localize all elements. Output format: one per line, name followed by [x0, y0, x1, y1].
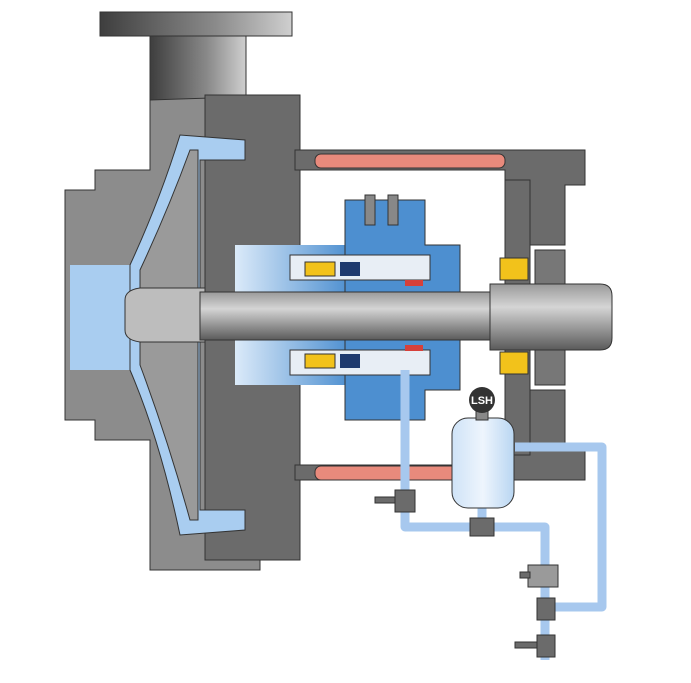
- level-switch-high: LSH: [469, 387, 495, 413]
- drain-valve: [536, 634, 556, 658]
- impeller: [124, 134, 246, 536]
- tee-fitting-lower: [536, 597, 556, 621]
- heater-band-top: [314, 153, 506, 169]
- suction-fluid: [70, 265, 132, 370]
- valves: [374, 489, 559, 658]
- seal-pot-reservoir: [451, 409, 515, 509]
- lsh-label: LSH: [471, 395, 493, 407]
- valve-upper-left: [394, 489, 416, 513]
- seal-flush-piping: [400, 370, 607, 660]
- valve-right: [527, 564, 559, 588]
- bearing-seal-top: [499, 257, 529, 281]
- bearing-top: [534, 249, 566, 286]
- tee-fitting: [469, 517, 495, 537]
- discharge-nozzle: [99, 11, 293, 107]
- shaft: [199, 283, 613, 351]
- bearing-seal-bottom: [499, 351, 529, 375]
- bearing-bottom: [534, 349, 566, 386]
